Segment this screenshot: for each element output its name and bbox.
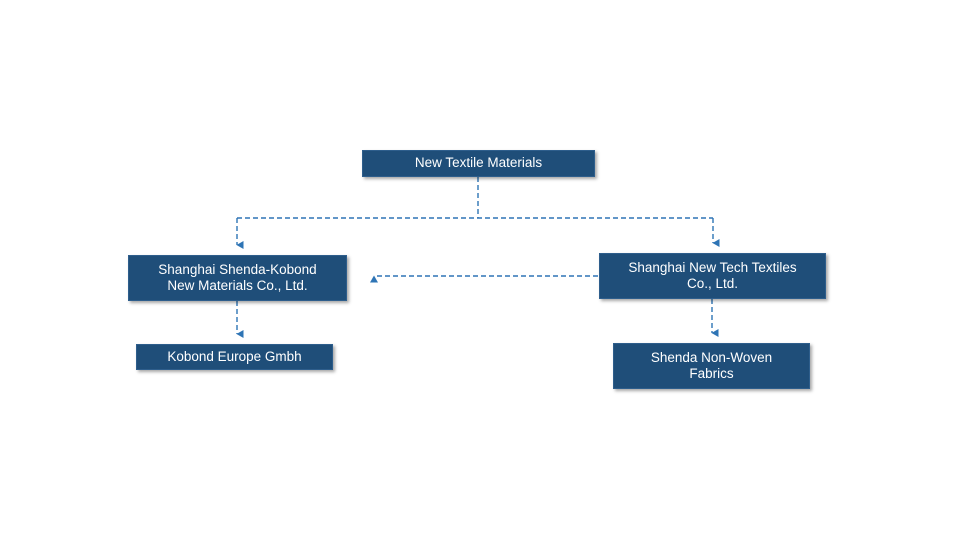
node-label-right-child: Shanghai New Tech Textiles Co., Ltd.: [628, 259, 797, 291]
node-new-textile-materials: New Textile Materials: [362, 150, 595, 177]
node-label-left-child: Shanghai Shenda-Kobond New Materials Co.…: [158, 261, 317, 293]
node-kobond-europe-gmbh: Kobond Europe Gmbh: [136, 344, 333, 370]
node-shanghai-shenda-kobond: Shanghai Shenda-Kobond New Materials Co.…: [128, 255, 347, 301]
node-label-left-grandchild: Kobond Europe Gmbh: [167, 348, 302, 364]
node-label-root: New Textile Materials: [414, 155, 543, 171]
node-shanghai-new-tech-textiles: Shanghai New Tech Textiles Co., Ltd.: [599, 253, 826, 299]
node-shenda-non-woven-fabrics: Shenda Non-Woven Fabrics: [613, 343, 810, 389]
node-label-right-grandchild: Shenda Non-Woven Fabrics: [650, 349, 773, 381]
